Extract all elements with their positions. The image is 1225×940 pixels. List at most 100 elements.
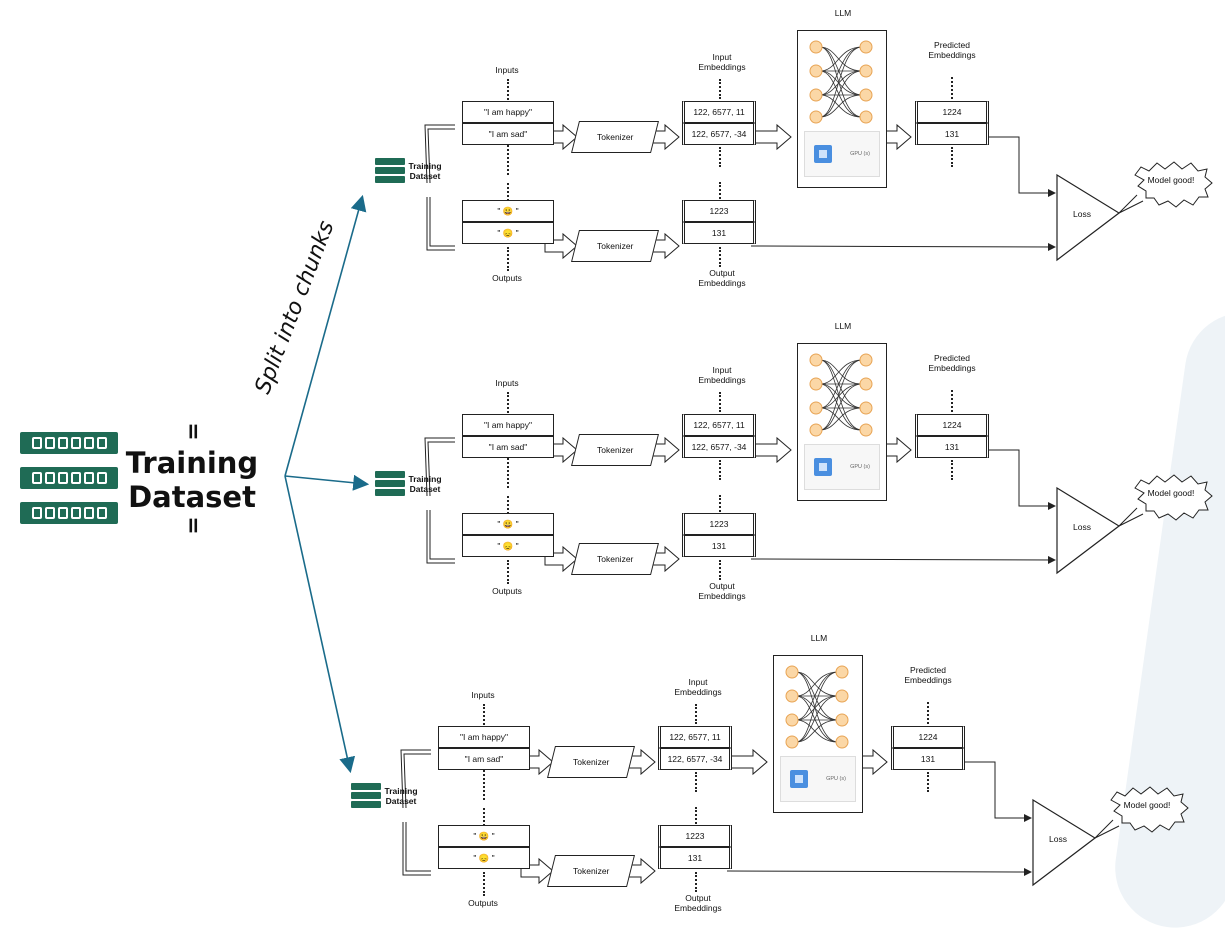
dotted-line bbox=[719, 495, 721, 515]
input-text-happy: "I am happy" bbox=[462, 101, 554, 123]
training-dataset-label: Training Dataset bbox=[379, 786, 423, 806]
training-dataset-label: Training Dataset bbox=[403, 474, 447, 494]
output-emoji-happy: " 😀 " bbox=[462, 200, 554, 222]
tokenizer-label: Tokenizer bbox=[597, 445, 633, 455]
split-arrow-middle bbox=[285, 476, 366, 484]
outputs-label: Outputs bbox=[482, 273, 532, 283]
gpu-panel: GPU (s) bbox=[780, 756, 856, 802]
dotted-line bbox=[951, 460, 953, 480]
dataset-icon bbox=[375, 471, 405, 478]
dotted-line bbox=[719, 182, 721, 202]
split-arrow-top bbox=[285, 198, 362, 476]
outputs-label: Outputs bbox=[482, 586, 532, 596]
dotted-line bbox=[951, 77, 953, 99]
input-embeddings-label: Input Embeddings bbox=[687, 365, 757, 385]
llm-label: LLM bbox=[823, 321, 863, 331]
dataset-icon bbox=[375, 158, 405, 165]
gpu-chip-icon bbox=[814, 458, 832, 476]
predicted-embeddings-label: Predicted Embeddings bbox=[893, 665, 963, 685]
input-embedding-row: 122, 6577, -34 bbox=[682, 436, 756, 458]
neural-network-icon bbox=[774, 656, 862, 754]
output-emoji-sad: " 😞 " bbox=[438, 847, 530, 869]
llm-label: LLM bbox=[823, 8, 863, 18]
loss-label: Loss bbox=[1043, 834, 1073, 844]
tokenizer-output: Tokenizer bbox=[571, 543, 659, 575]
input-text-sad: "I am sad" bbox=[462, 436, 554, 458]
input-embedding-row: 122, 6577, 11 bbox=[658, 726, 732, 748]
inputs-label: Inputs bbox=[458, 690, 508, 700]
tokenizer-output: Tokenizer bbox=[571, 230, 659, 262]
gpu-label: GPU (s) bbox=[826, 776, 846, 782]
inputs-label: Inputs bbox=[482, 378, 532, 388]
input-text-happy: "I am happy" bbox=[438, 726, 530, 748]
dotted-line bbox=[719, 460, 721, 480]
output-embedding-row: 131 bbox=[658, 847, 732, 869]
output-embedding-row: 1223 bbox=[658, 825, 732, 847]
output-emoji-sad: " 😞 " bbox=[462, 222, 554, 244]
dotted-line bbox=[719, 247, 721, 267]
output-emoji-happy: " 😀 " bbox=[462, 513, 554, 535]
dotted-line bbox=[695, 807, 697, 827]
dotted-line bbox=[507, 458, 509, 488]
predicted-embedding-row: 1224 bbox=[915, 101, 989, 123]
output-embedding-row: 1223 bbox=[682, 513, 756, 535]
dataset-icon bbox=[351, 783, 381, 790]
output-embeddings-label: Output Embeddings bbox=[687, 268, 757, 288]
output-embedding-row: 1223 bbox=[682, 200, 756, 222]
gpu-label: GPU (s) bbox=[850, 151, 870, 157]
training-dataset-label: Training Dataset bbox=[403, 161, 447, 181]
dataset-icon bbox=[351, 801, 381, 808]
output-embeddings-label: Output Embeddings bbox=[663, 893, 733, 913]
output-emoji-happy: " 😀 " bbox=[438, 825, 530, 847]
dotted-line bbox=[507, 145, 509, 175]
llm-box: GPU (s) bbox=[797, 343, 887, 501]
dotted-line bbox=[927, 772, 929, 792]
input-embeddings-label: Input Embeddings bbox=[687, 52, 757, 72]
dotted-line bbox=[507, 560, 509, 584]
inputs-label: Inputs bbox=[482, 65, 532, 75]
input-embedding-row: 122, 6577, 11 bbox=[682, 414, 756, 436]
training-panel: Inputs "I am happy" "I am sad" Training … bbox=[367, 25, 1225, 315]
diagram-canvas: = Training Dataset = Split into chunks bbox=[0, 0, 1225, 913]
gpu-panel: GPU (s) bbox=[804, 131, 880, 177]
training-panel: Inputs "I am happy" "I am sad" Training … bbox=[343, 650, 1203, 940]
predicted-embedding-row: 131 bbox=[915, 436, 989, 458]
llm-box: GPU (s) bbox=[773, 655, 863, 813]
predicted-embedding-row: 131 bbox=[915, 123, 989, 145]
tokenizer-output: Tokenizer bbox=[547, 855, 635, 887]
tokenizer-input: Tokenizer bbox=[547, 746, 635, 778]
loss-label: Loss bbox=[1067, 522, 1097, 532]
split-arrow-bottom bbox=[285, 476, 350, 770]
gpu-chip-icon bbox=[790, 770, 808, 788]
dotted-line bbox=[719, 79, 721, 99]
dataset-icon bbox=[375, 480, 405, 487]
dotted-line bbox=[507, 247, 509, 271]
predicted-embedding-row: 1224 bbox=[891, 726, 965, 748]
output-emoji-sad: " 😞 " bbox=[462, 535, 554, 557]
neural-network-icon bbox=[798, 31, 886, 129]
dotted-line bbox=[719, 147, 721, 167]
output-embeddings-label: Output Embeddings bbox=[687, 581, 757, 601]
model-good-label: Model good! bbox=[1139, 175, 1203, 185]
predicted-embeddings-label: Predicted Embeddings bbox=[917, 40, 987, 60]
dataset-icon bbox=[375, 167, 405, 174]
input-text-happy: "I am happy" bbox=[462, 414, 554, 436]
dotted-line bbox=[483, 770, 485, 800]
dataset-icon bbox=[351, 792, 381, 799]
training-panel: Inputs "I am happy" "I am sad" Training … bbox=[367, 338, 1225, 628]
dotted-line bbox=[483, 872, 485, 896]
loss-label: Loss bbox=[1067, 209, 1097, 219]
tokenizer-input: Tokenizer bbox=[571, 434, 659, 466]
dotted-line bbox=[951, 390, 953, 412]
tokenizer-input: Tokenizer bbox=[571, 121, 659, 153]
dotted-line bbox=[719, 392, 721, 412]
tokenizer-label: Tokenizer bbox=[597, 241, 633, 251]
dotted-line bbox=[719, 560, 721, 580]
input-embedding-row: 122, 6577, -34 bbox=[658, 748, 732, 770]
input-embedding-row: 122, 6577, -34 bbox=[682, 123, 756, 145]
input-text-sad: "I am sad" bbox=[438, 748, 530, 770]
tokenizer-label: Tokenizer bbox=[597, 132, 633, 142]
dotted-line bbox=[695, 704, 697, 724]
gpu-panel: GPU (s) bbox=[804, 444, 880, 490]
model-good-label: Model good! bbox=[1139, 488, 1203, 498]
